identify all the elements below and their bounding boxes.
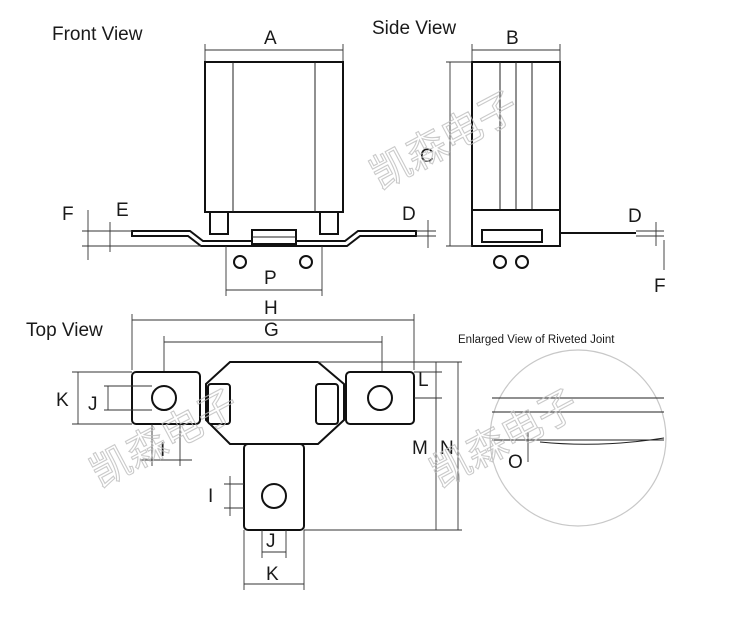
label-k-left: K (56, 390, 69, 411)
rivet-head-left (233, 255, 247, 269)
riveted-gap-line (539, 437, 665, 445)
label-h: H (264, 298, 278, 319)
label-a: A (264, 28, 277, 49)
label-d-front: D (402, 204, 416, 225)
top-hole-bottom (261, 483, 287, 509)
label-n: N (440, 438, 454, 459)
top-body (205, 361, 345, 445)
label-j-bottom: J (266, 531, 276, 552)
label-c: C (420, 146, 434, 167)
label-i-left: I (160, 440, 165, 461)
top-slot-left (207, 383, 231, 425)
label-o: O (508, 452, 523, 473)
front-body (204, 61, 344, 213)
top-slot-right (315, 383, 339, 425)
enlarged-view: Enlarged View of Riveted Joint O (458, 334, 667, 527)
side-view: Side View B C D F (372, 18, 666, 297)
label-k-bottom: K (266, 564, 279, 585)
label-l: L (418, 370, 429, 391)
enlarged-circle (489, 349, 667, 527)
label-b: B (506, 28, 519, 49)
front-view-title: Front View (52, 24, 143, 45)
rivet-head-right (299, 255, 313, 269)
label-f-front: F (62, 204, 74, 225)
label-m: M (412, 438, 428, 459)
front-leg-left (209, 211, 229, 235)
top-hole-left (151, 385, 177, 411)
label-e: E (116, 200, 129, 221)
label-d-side: D (628, 206, 642, 227)
front-view: Front View A P F E D (52, 24, 436, 296)
label-p: P (264, 268, 277, 289)
enlarged-view-title: Enlarged View of Riveted Joint (458, 334, 615, 346)
top-view: Top View H G K J (26, 298, 462, 590)
label-i-bottom: I (208, 486, 213, 507)
label-g: G (264, 320, 279, 341)
top-view-title: Top View (26, 320, 103, 341)
side-rivet-block (481, 229, 543, 243)
label-f-side: F (654, 276, 666, 297)
front-leg-right (319, 211, 339, 235)
top-hole-right (367, 385, 393, 411)
side-view-title: Side View (372, 18, 456, 39)
label-j-left: J (88, 394, 98, 415)
